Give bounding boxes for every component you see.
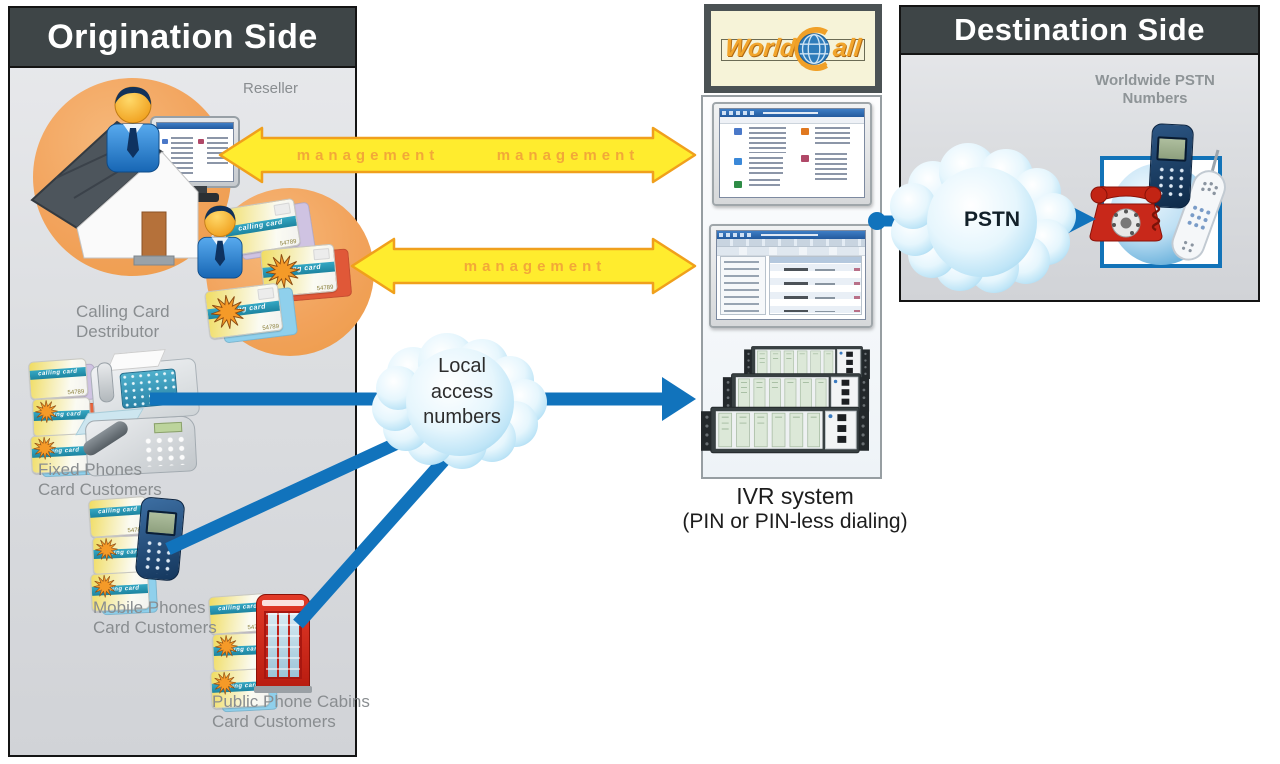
logo-word2: all <box>831 34 863 62</box>
origination-title: Origination Side <box>10 8 355 68</box>
pstn-label: PSTN <box>963 208 1020 231</box>
local-access-numbers-label: Local access numbers <box>423 355 501 429</box>
window-titlebar <box>717 231 865 239</box>
logo-underline <box>720 38 866 61</box>
mobile-phone-icon <box>134 496 186 582</box>
starburst-icon <box>214 634 239 659</box>
distributor-label: Calling Card Destributor <box>76 302 170 342</box>
admin-main-menu-screenshot <box>712 102 872 206</box>
reseller-person-icon <box>92 78 174 174</box>
worldcall-logo: World all <box>704 4 882 93</box>
management-label-1: management <box>296 147 440 164</box>
ivr-rack-unit-3 <box>701 404 869 456</box>
starburst-icon <box>92 574 117 599</box>
worldwide-pstn-label: Worldwide PSTN Numbers <box>1095 72 1215 107</box>
management-label-3: management <box>463 258 607 275</box>
search-form-panel <box>719 255 767 316</box>
results-table <box>768 255 863 316</box>
mobile-phones-label: Mobile Phones Card Customers <box>93 598 217 638</box>
reseller-label: Reseller <box>243 80 299 97</box>
starburst-icon <box>208 292 248 332</box>
ivr-system-label: IVR system (PIN or PIN-less dialing) <box>682 483 908 533</box>
starburst-icon <box>94 537 119 562</box>
fixed-phones-label: Fixed Phones Card Customers <box>38 460 162 500</box>
fax-machine-icon <box>75 349 201 436</box>
destination-title: Destination Side <box>901 7 1258 55</box>
public-phone-cabins-label: Public Phone Cabins Card Customers <box>212 692 370 732</box>
logo-globe-icon <box>792 27 836 71</box>
window-titlebar <box>720 109 864 117</box>
starburst-icon <box>34 399 59 424</box>
calling-card: calling card 54789 <box>204 281 300 344</box>
accounts-table-screenshot <box>709 224 873 328</box>
phone-booth-icon <box>254 594 312 693</box>
starburst-icon <box>32 436 57 461</box>
logo-word1: World <box>723 34 797 62</box>
red-phone-icon <box>1084 180 1168 246</box>
distributor-person-icon <box>186 196 254 282</box>
management-label-2: management <box>496 147 640 164</box>
